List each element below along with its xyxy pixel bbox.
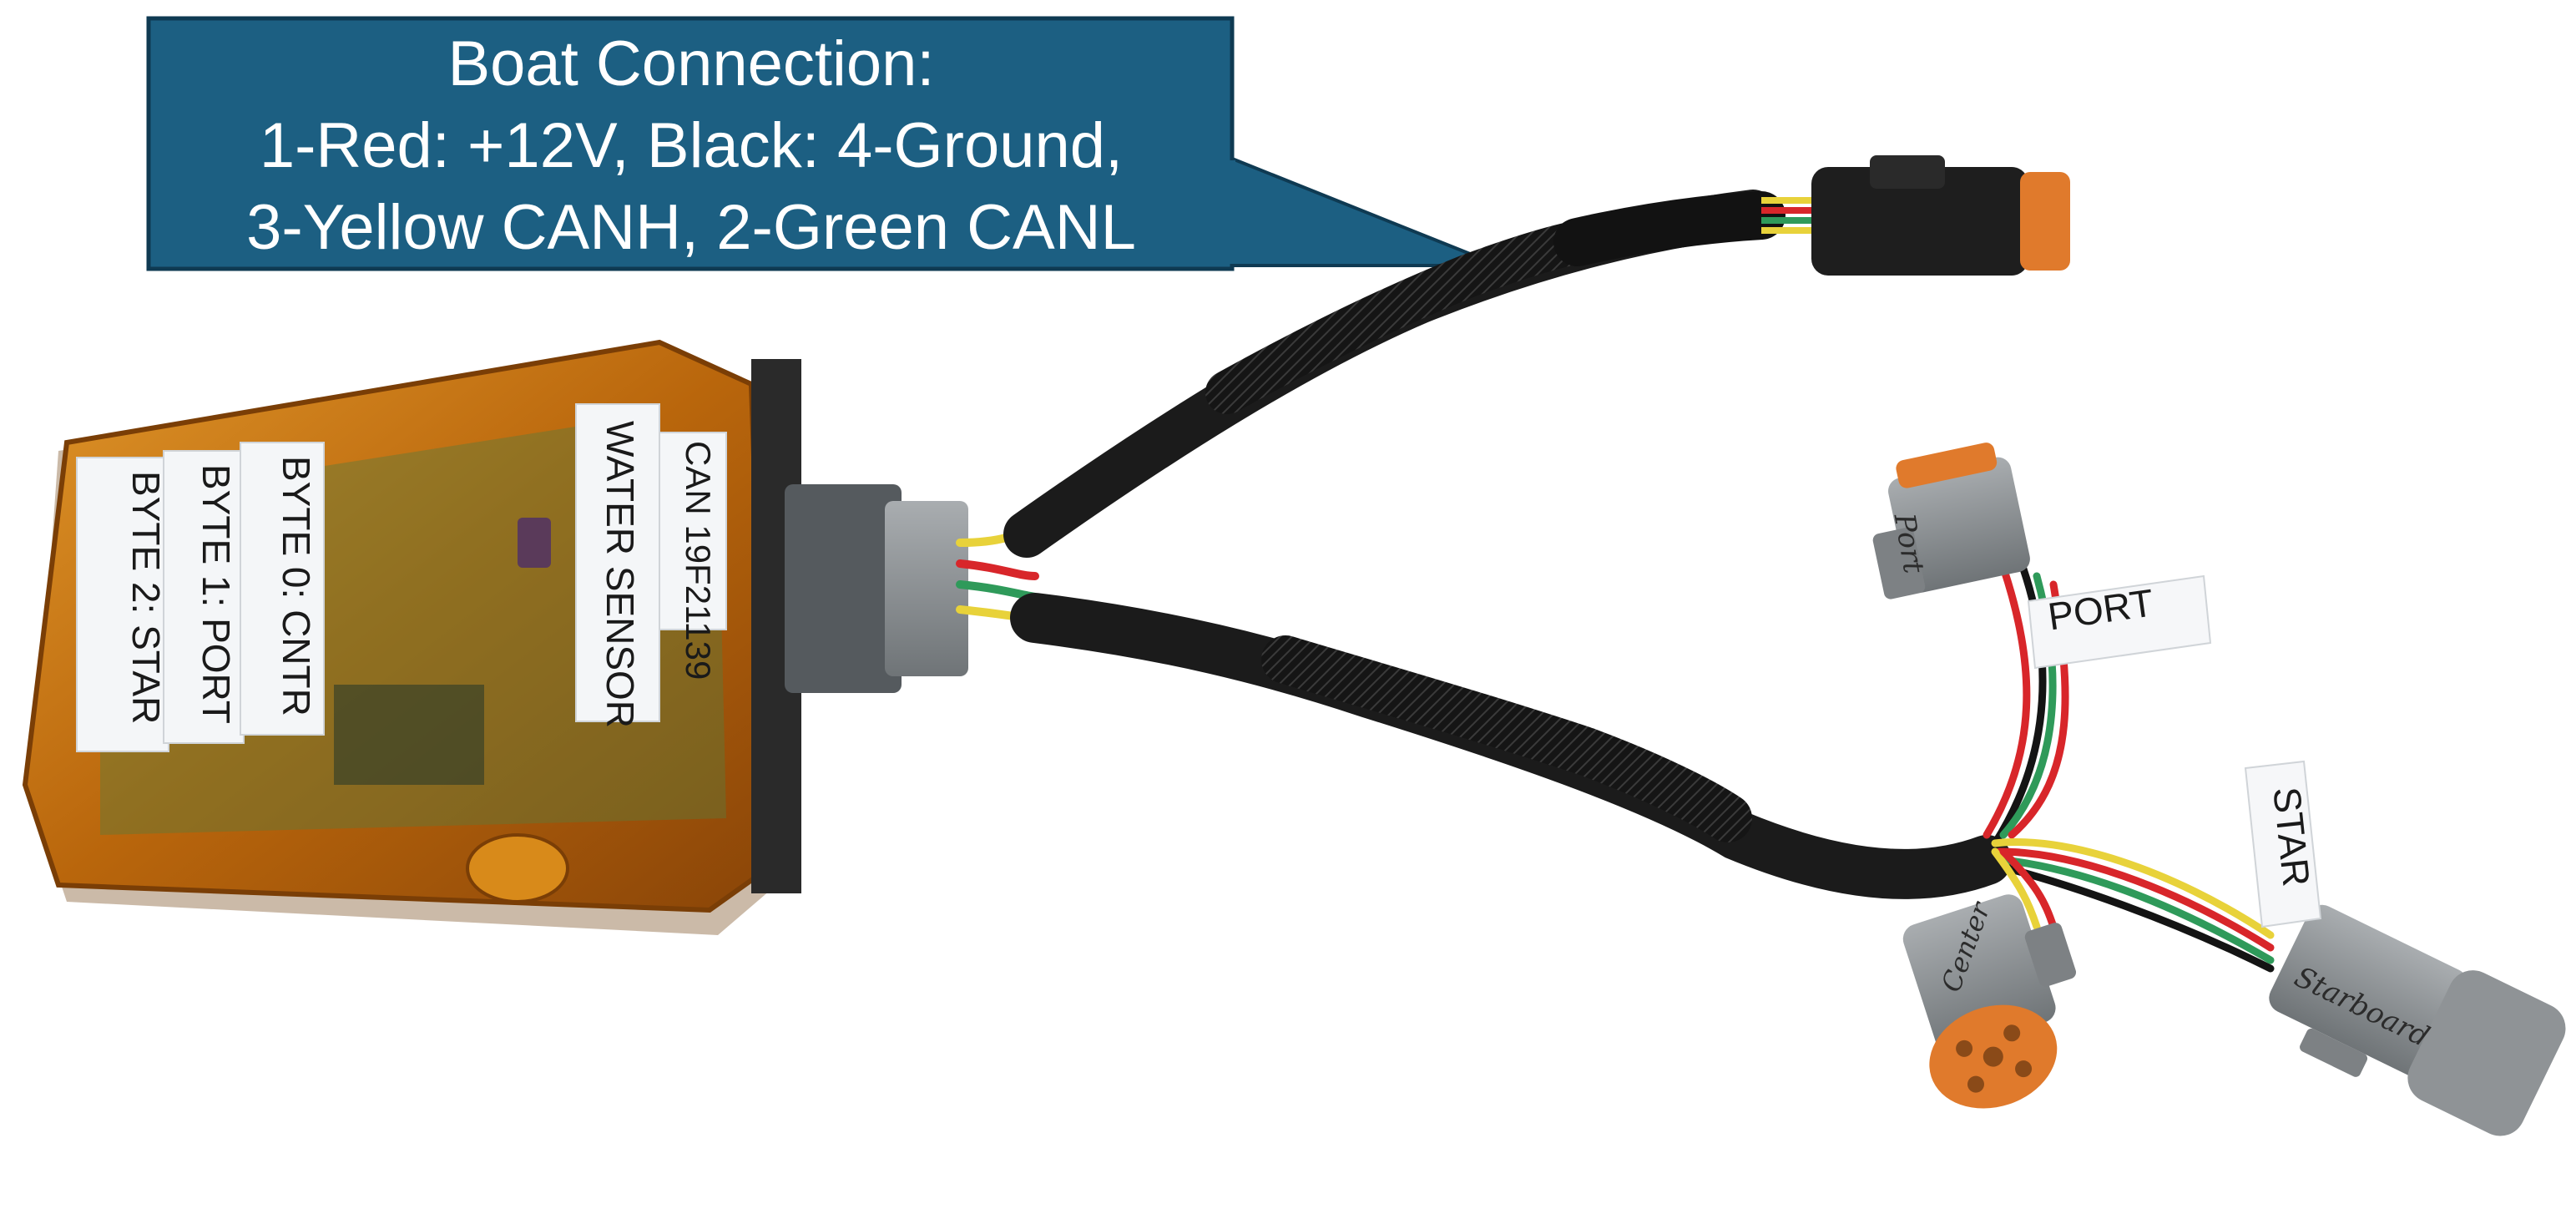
- sticker-can-text: CAN 19F21139: [679, 441, 718, 680]
- port-connector: [1872, 443, 2030, 599]
- starboard-connector-receptacle: [2407, 970, 2566, 1136]
- capacitor: [518, 518, 551, 568]
- sticker-sensor: [575, 403, 660, 722]
- connector-shell: [785, 484, 902, 693]
- sticker-byte2-text: BYTE 2: STAR: [124, 471, 168, 725]
- port-tag: [2027, 574, 2212, 670]
- star-tag: [2244, 760, 2322, 928]
- callout-join: [1229, 160, 1235, 264]
- chip: [334, 685, 484, 785]
- sticker-byte1: [163, 450, 245, 744]
- sticker-byte1-text: BYTE 1: PORT: [194, 464, 238, 725]
- callout-box: [146, 16, 1500, 271]
- module-stickers: [76, 403, 727, 752]
- sticker-byte0: [240, 442, 325, 736]
- branch-wires: [1983, 555, 2275, 973]
- center-connector: [1902, 894, 2077, 1109]
- connector-plug: [885, 501, 968, 676]
- callout-panel: [146, 16, 1235, 271]
- callout-line-1: 1-Red: +12V, Black: 4-Ground,: [259, 110, 1124, 181]
- starboard-connector: [2269, 904, 2566, 1136]
- sticker-byte0-text: BYTE 0: CNTR: [275, 456, 318, 716]
- port-connector-latch: [1872, 527, 1926, 599]
- center-connector-latch: [2024, 923, 2077, 987]
- upper-cable: [1003, 190, 1786, 558]
- boat-connector-body: [1811, 167, 2028, 276]
- port-connector-seal: [1896, 443, 1998, 488]
- mount-boss: [466, 833, 569, 903]
- starboard-connector-latch: [2300, 1028, 2368, 1077]
- boat-connector-wires: [1761, 197, 1820, 234]
- callout-title: Boat Connection:: [447, 28, 935, 99]
- sticker-byte2: [76, 457, 169, 752]
- sticker-can: [659, 432, 727, 630]
- sticker-sensor-text: WATER SENSOR: [599, 421, 642, 729]
- callout-pointer: [1230, 156, 1500, 267]
- boat-connector: [1811, 155, 2070, 276]
- callout-line-2: 3-Yellow CANH, 2-Green CANL: [246, 192, 1136, 263]
- lower-cable: [1010, 593, 2012, 899]
- starboard-connector-body: [2269, 904, 2468, 1077]
- boat-connector-seal: [2020, 172, 2070, 271]
- port-connector-body: [1888, 457, 2030, 593]
- boat-connector-latch: [1870, 155, 1945, 189]
- callout-text: Boat Connection: 1-Red: +12V, Black: 4-G…: [150, 20, 1232, 274]
- module-connector: [785, 484, 968, 693]
- harness-tag-shapes: [2027, 574, 2322, 928]
